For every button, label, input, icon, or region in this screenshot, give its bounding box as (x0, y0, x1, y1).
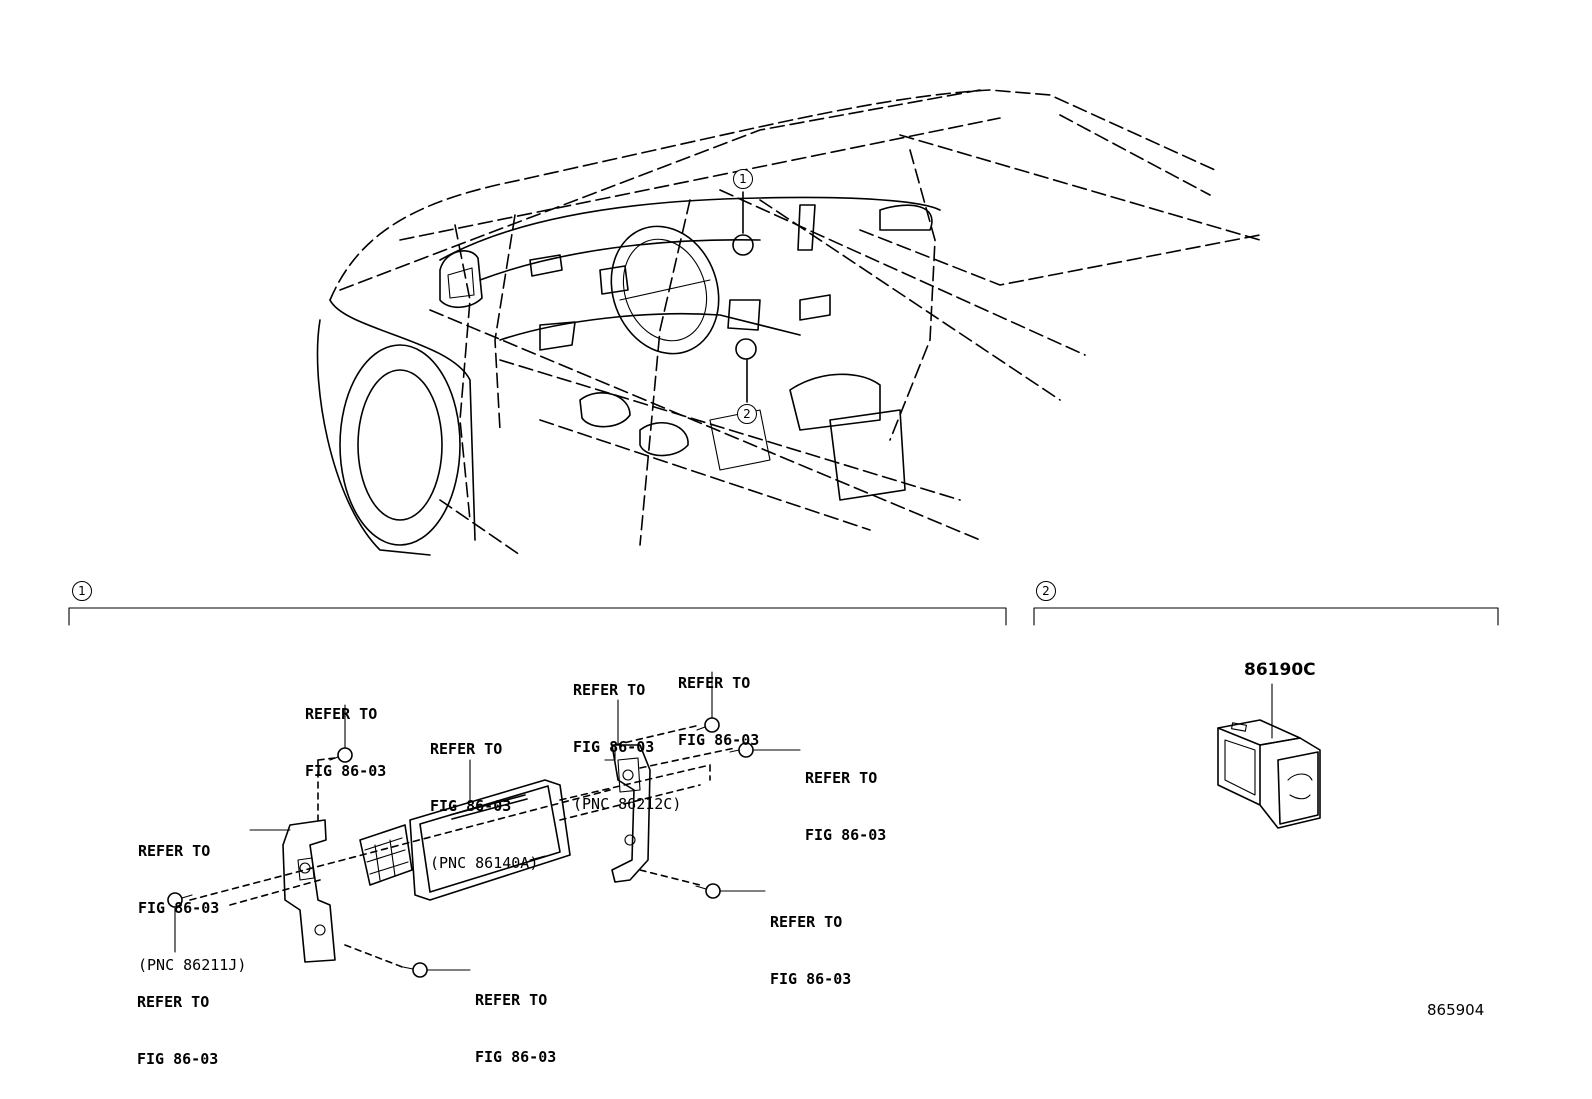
label-line: FIG 86-03 (137, 1050, 219, 1068)
label-line: REFER TO (678, 674, 751, 692)
figure-number: 865904 (1427, 1001, 1485, 1019)
reference-label: REFER TO FIG 86-03 (PNC 86212C) (573, 643, 681, 833)
label-line: FIG 86-03 (805, 826, 887, 844)
label-line: FIG 86-03 (573, 738, 655, 756)
callout-2-marker: 2 (737, 404, 757, 424)
label-line: FIG 86-03 (475, 1048, 557, 1066)
vehicle-interior-drawing (316, 89, 1261, 556)
label-line: REFER TO (475, 991, 548, 1009)
reference-label: REFER TO FIG 86-03 (805, 731, 886, 864)
reference-label: REFER TO FIG 86-03 (305, 667, 386, 800)
reference-label: REFER TO FIG 86-03 (137, 955, 218, 1088)
label-line: REFER TO (805, 769, 878, 787)
callout-1-marker: 1 (733, 169, 753, 189)
label-line: (PNC 86140A) (430, 854, 539, 872)
section-brackets (68, 607, 1499, 626)
section-2-marker: 2 (1036, 581, 1056, 601)
label-line: FIG 86-03 (305, 762, 387, 780)
display-unit-assembly (167, 671, 801, 978)
switch-assembly (1217, 683, 1321, 829)
screw-icon (402, 962, 428, 978)
label-line: (PNC 86211J) (138, 956, 247, 974)
label-line: REFER TO (430, 740, 503, 758)
label-line: REFER TO (138, 842, 211, 860)
reference-label: REFER TO FIG 86-03 (475, 953, 556, 1086)
reference-label: REFER TO FIG 86-03 (678, 636, 759, 769)
label-line: REFER TO (305, 705, 378, 723)
label-line: FIG 86-03 (430, 797, 512, 815)
reference-label: REFER TO FIG 86-03 (770, 875, 851, 1008)
label-line: (PNC 86212C) (573, 795, 682, 813)
label-line: REFER TO (770, 913, 843, 931)
reference-label: REFER TO FIG 86-03 (PNC 86211J) (138, 804, 246, 994)
part-number-label: 86190C (1244, 660, 1316, 680)
label-line: FIG 86-03 (138, 899, 220, 917)
section-1-marker: 1 (72, 581, 92, 601)
label-line: FIG 86-03 (678, 731, 760, 749)
reference-label: REFER TO FIG 86-03 (PNC 86140A) (430, 702, 538, 892)
screw-icon (695, 883, 721, 899)
label-line: FIG 86-03 (770, 970, 852, 988)
label-line: REFER TO (573, 681, 646, 699)
label-line: REFER TO (137, 993, 210, 1011)
